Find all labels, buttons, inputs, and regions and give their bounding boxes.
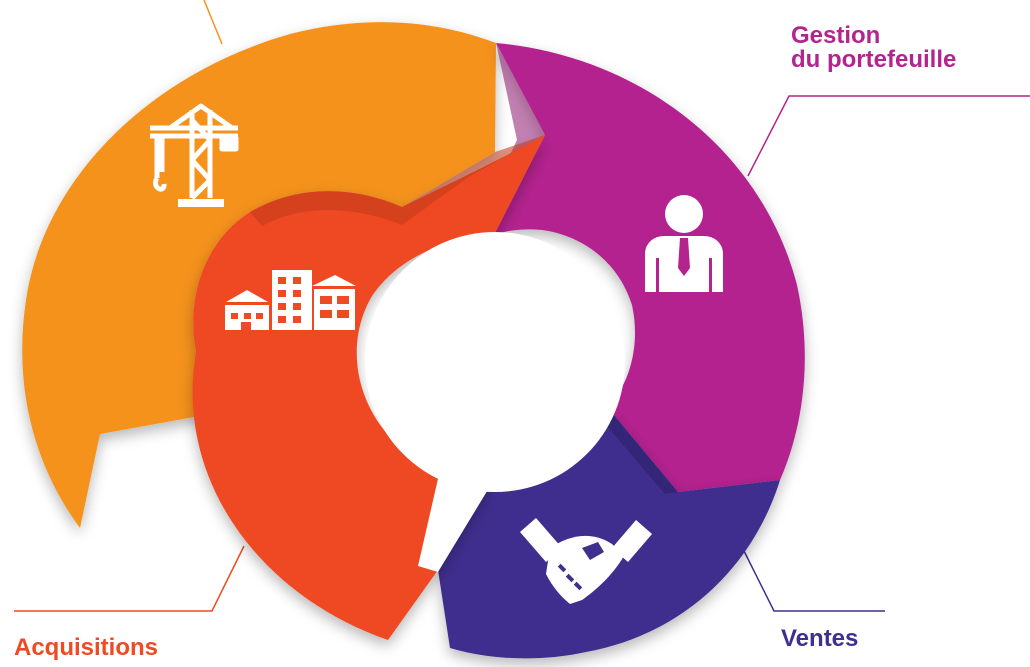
label-ventes: Ventes xyxy=(781,625,859,652)
fold-shade-red xyxy=(250,135,545,226)
businessman-icon xyxy=(645,195,723,292)
leader-line-acquisitions xyxy=(14,545,245,612)
fold-shade-purple xyxy=(600,408,678,494)
leader-line-gestion xyxy=(747,95,1030,177)
buildings-icon xyxy=(225,270,356,330)
leader-line-ventes xyxy=(741,546,885,612)
label-gestion-du-portefeuille: Gestion du portefeuille xyxy=(791,24,956,72)
segment-purple xyxy=(438,408,780,659)
crane-icon xyxy=(150,103,239,207)
center-hole xyxy=(365,232,625,492)
segment-orange xyxy=(22,22,496,528)
label-gestion-line-2: du portefeuille xyxy=(791,46,957,73)
leader-line-top xyxy=(203,0,223,45)
handshake-icon xyxy=(520,518,652,604)
label-gestion-line-1: Gestion xyxy=(791,22,881,49)
leader-lines xyxy=(14,0,1030,612)
center-notch xyxy=(418,470,492,572)
label-acquisitions: Acquisitions xyxy=(14,634,159,661)
